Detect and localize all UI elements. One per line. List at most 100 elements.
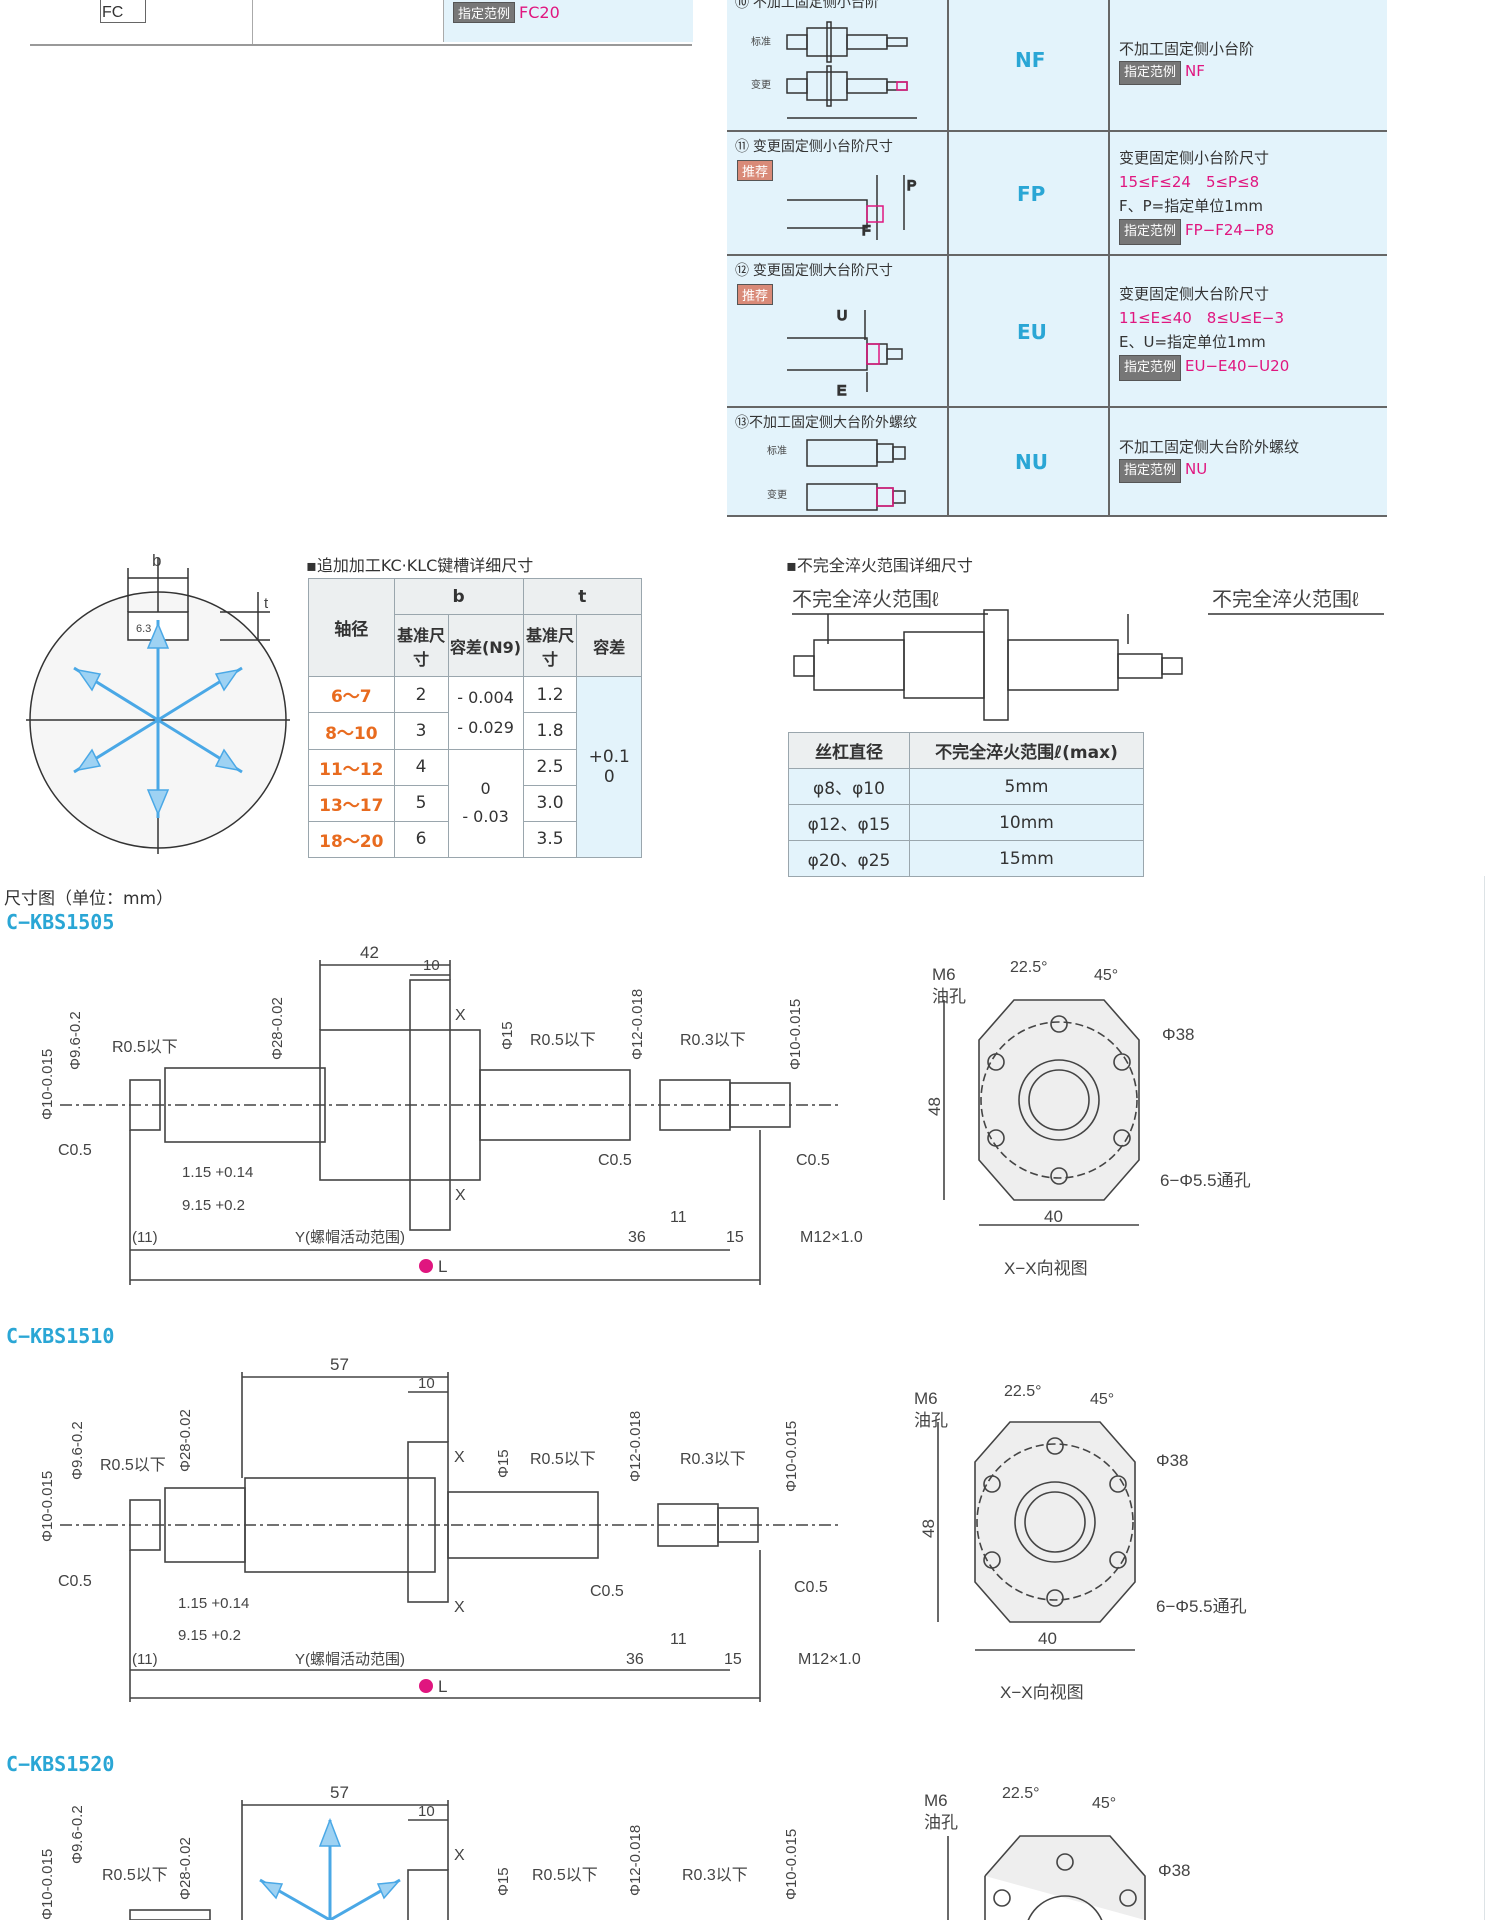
quench-cell: φ12、φ15 (788, 804, 910, 841)
keyway-table: 轴径 b t 基准尺寸 容差(N9) 基准尺寸 容差 6～7 2 - 0.004… (308, 577, 643, 859)
oil-hole-label: 油孔 (924, 1813, 958, 1832)
nu-drawing: 标准 变更 (767, 439, 906, 511)
chamfer-label: C0.5 (796, 1152, 830, 1169)
b-cell: 4 (393, 748, 449, 786)
svg-text:E: E (837, 382, 846, 398)
tol-cell: - 0.029 (457, 717, 514, 737)
option-example: NF (1185, 62, 1205, 80)
tol-header: 容差 (576, 614, 642, 678)
radius-label: R0.5以下 (530, 1032, 596, 1049)
groove-label: 9.15 +0.2 (182, 1197, 245, 1214)
model-title: C−KBS1520 (6, 1752, 115, 1776)
eu-drawing: U E (787, 306, 903, 399)
shaft-drawing: 42 10 R0.5以下 R0.5以下 R0.3以下 C0.5 C0.5 C0.… (39, 943, 863, 1285)
shaft-drawing: 57 10 R0.5以下 R0.5以下 R0.3以下 X Φ10-0.015 Φ… (39, 1783, 800, 1920)
nut-length-label: 57 (330, 1355, 349, 1374)
oil-hole-label: M6 (932, 965, 956, 984)
angle-label: 22.5° (1002, 1786, 1040, 1802)
shaft-header: 轴径 (308, 577, 395, 678)
svg-text:P: P (907, 177, 916, 193)
t-cell: 1.2 (522, 676, 578, 714)
b-cell: 2 (393, 676, 449, 714)
flange-width-label: 10 (418, 1375, 435, 1392)
radius-label: R0.5以下 (530, 1451, 596, 1468)
svg-text:U: U (837, 307, 847, 323)
base-header: 基准尺寸 (393, 614, 449, 678)
diameter-label: Φ10-0.015 (39, 1049, 56, 1120)
t-tol-cell: 0 (603, 767, 615, 788)
chamfer-label: C0.5 (598, 1152, 632, 1169)
quench-title: ▪不完全淬火范围详细尺寸 (786, 556, 973, 575)
tol-cell: - 0.03 (462, 807, 509, 827)
t-cell: 3.0 (522, 784, 578, 822)
quench-cell: φ20、φ25 (788, 840, 910, 877)
recommend-badge: 推荐 (737, 284, 774, 305)
t-cell: 3.5 (522, 820, 578, 859)
quench-cell: 5mm (909, 768, 1144, 805)
diameter-label: Φ10-0.015 (783, 1829, 800, 1900)
view-caption: X−X向视图 (1004, 1259, 1088, 1278)
diameter-label: Φ15 (495, 1449, 512, 1478)
t-cell: 1.8 (522, 712, 578, 750)
example-tag: 指定范例 (1119, 459, 1182, 483)
groove-label: 9.15 +0.2 (178, 1627, 241, 1644)
height-label: 48 (919, 1519, 938, 1538)
keyway-title: ▪追加加工KC·KLC键槽详细尺寸 (306, 556, 534, 575)
shaft-cell: 11～12 (308, 748, 395, 786)
option-desc: 变更固定侧大台阶尺寸 (1119, 285, 1270, 303)
section-mark: X (455, 1007, 466, 1024)
recommend-badge: 推荐 (737, 160, 774, 181)
option-range: 11≤E≤40 8≤U≤E−3 (1119, 309, 1285, 327)
diameter-label: Φ15 (495, 1867, 512, 1896)
oil-hole-label: M6 (924, 1791, 948, 1810)
shaft-cell: 8～10 (308, 712, 395, 750)
fc-label: FC (102, 4, 124, 21)
view-caption: X−X向视图 (1000, 1683, 1084, 1702)
base-header: 基准尺寸 (522, 614, 578, 678)
groove-label: 1.15 +0.14 (182, 1164, 253, 1181)
option-desc: 不加工固定侧小台阶 (1119, 40, 1255, 58)
oil-hole-label: M6 (914, 1389, 938, 1408)
travel-label: Y(螺帽活动范围) (295, 1229, 405, 1246)
model-title: C−KBS1510 (6, 1324, 115, 1348)
keyway-t-label: t (264, 595, 269, 612)
oil-hole-label: 油孔 (932, 987, 966, 1006)
oil-hole-label: 油孔 (914, 1411, 948, 1430)
model-title: C−KBS1505 (6, 910, 115, 934)
option-code: EU (1017, 320, 1047, 344)
flange-view: M6 油孔 22.5° 45° Φ38 6−Φ5.5通孔 48 40 X−X向视… (914, 1383, 1247, 1702)
radius-label: R0.5以下 (102, 1867, 168, 1884)
section-mark: X (454, 1449, 465, 1466)
page-divider (1484, 876, 1485, 1920)
example-tag: 指定范例 (453, 2, 516, 23)
option-unit: E、U=指定单位1mm (1119, 333, 1266, 351)
option-desc: 变更固定侧小台阶尺寸 (1119, 149, 1270, 167)
option-example: EU−E40−U20 (1185, 357, 1290, 375)
b-cell: 6 (393, 820, 449, 859)
t-header: t (522, 577, 643, 616)
quench-label-left: 不完全淬火范围ℓ (792, 588, 939, 611)
option-title: ⑪ 变更固定侧小台阶尺寸 (735, 138, 893, 154)
variant-label: 变更 (767, 488, 787, 501)
example-tag: 指定范例 (1119, 355, 1182, 381)
section-mark: X (454, 1599, 465, 1616)
quench-cell: 15mm (909, 840, 1144, 877)
tol-cell: 0 (480, 779, 491, 799)
variant-label: 标准 (751, 36, 771, 48)
quench-header: 不完全淬火范围ℓ(max) (909, 732, 1144, 769)
option-title: ⑫ 变更固定侧大台阶尺寸 (735, 262, 893, 278)
option-range: 15≤F≤24 5≤P≤8 (1119, 173, 1260, 191)
t-tol-cell: +0.1 (588, 747, 630, 768)
keyway-circle-diagram: b t 6.3 (26, 551, 290, 854)
b-header: b (393, 577, 524, 616)
nut-length-label: 42 (360, 943, 379, 962)
flange-width-label: 10 (423, 957, 440, 974)
flange-view: M6 油孔 22.5° 45° Φ38 6−Φ5.5通孔 48 40 X−X向视… (925, 959, 1251, 1278)
thread-label: M12×1.0 (798, 1651, 861, 1668)
option-example: NU (1185, 460, 1208, 478)
tol-cell: - 0.004 (457, 687, 514, 707)
option-example: FP−F24−P8 (1185, 221, 1275, 239)
radius-label: R0.5以下 (532, 1867, 598, 1884)
chamfer-label: C0.5 (58, 1573, 92, 1590)
